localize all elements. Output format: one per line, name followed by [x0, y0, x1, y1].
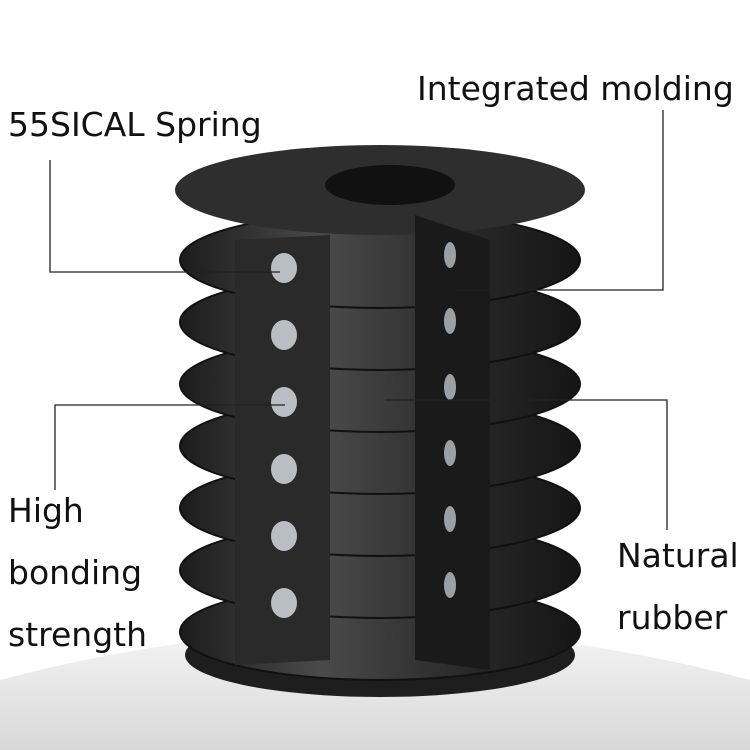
- callout-line-bonding: [54, 404, 285, 490]
- label-spring: 55SICAL Spring: [8, 105, 262, 144]
- spring-dot-left: [271, 521, 297, 551]
- callout-line-spring: [49, 160, 280, 273]
- spring-dot-left: [271, 588, 297, 618]
- callout-line-rubber: [385, 399, 668, 530]
- callout-line-molding: [455, 110, 664, 291]
- spring-dot-right: [444, 506, 456, 532]
- cut-face-left: [235, 235, 330, 665]
- label-line: High: [8, 491, 84, 530]
- spring-dot-right: [444, 308, 456, 334]
- label-line: Natural: [617, 536, 739, 575]
- spring-dot-right: [444, 572, 456, 598]
- top-hole: [325, 165, 455, 205]
- label-line: rubber: [617, 598, 728, 637]
- spring-dot-right: [444, 440, 456, 466]
- spring-dot-right: [444, 374, 456, 400]
- spring-dot-right: [444, 242, 456, 268]
- spring-dot-left: [271, 454, 297, 484]
- label-high-bonding-strength: High bonding strength: [8, 480, 147, 666]
- label-natural-rubber: Natural rubber: [617, 525, 739, 649]
- spring-dot-left: [271, 320, 297, 350]
- callout-lines: [49, 110, 668, 530]
- label-integrated-molding: Integrated molding: [417, 69, 734, 108]
- spring-dot-left: [271, 387, 297, 417]
- spring-dot-left: [271, 253, 297, 283]
- spring-wire-sections: [271, 242, 456, 618]
- label-line: bonding: [8, 553, 143, 592]
- label-line: strength: [8, 615, 147, 654]
